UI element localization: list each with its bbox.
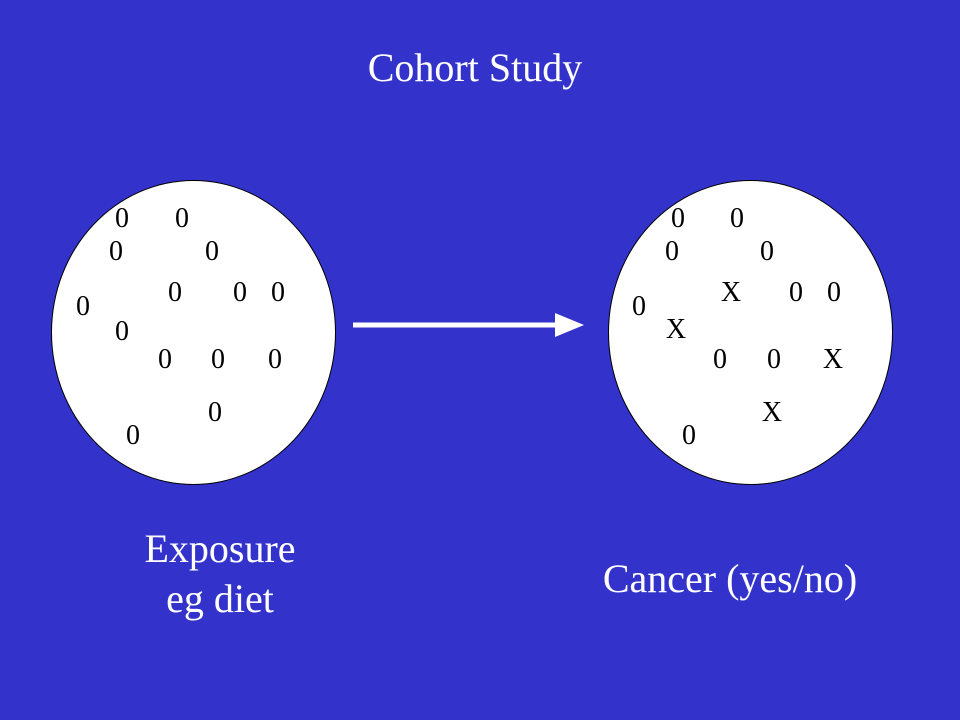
participant-mark: X [720,277,742,308]
outcome-population-circle [608,180,893,485]
participant-mark: 0 [233,277,247,308]
participant-mark: 0 [205,236,219,267]
exposure-caption-line2: eg diet [166,576,274,621]
participant-mark: 0 [175,203,189,234]
outcome-caption: Cancer (yes/no) [602,556,858,601]
participant-mark: 0 [115,316,129,347]
participant-mark: 0 [671,203,685,234]
participant-mark: 0 [632,291,646,322]
follow-up-arrow-icon [353,313,584,337]
participant-mark: X [665,314,687,345]
participant-mark: 0 [713,344,727,375]
participant-mark: 0 [665,236,679,267]
participant-mark: 0 [268,344,282,375]
slide-title: Cohort Study [367,45,583,90]
participant-mark: 0 [682,420,696,451]
exposure-caption: Exposure eg diet [110,524,330,624]
participant-mark: 0 [168,277,182,308]
participant-mark: 0 [730,203,744,234]
exposure-caption-line1: Exposure [144,526,296,571]
participant-mark: 0 [767,344,781,375]
participant-mark: 0 [109,236,123,267]
participant-mark: 0 [158,344,172,375]
participant-mark: X [761,397,783,428]
participant-mark: 0 [211,344,225,375]
participant-mark: 0 [827,277,841,308]
exposure-population-circle [51,180,336,485]
participant-mark: 0 [208,397,222,428]
participant-mark: 0 [271,277,285,308]
participant-mark: 0 [76,291,90,322]
participant-mark: 0 [115,203,129,234]
participant-mark: X [822,344,844,375]
participant-mark: 0 [760,236,774,267]
participant-mark: 0 [126,420,140,451]
participant-mark: 0 [789,277,803,308]
